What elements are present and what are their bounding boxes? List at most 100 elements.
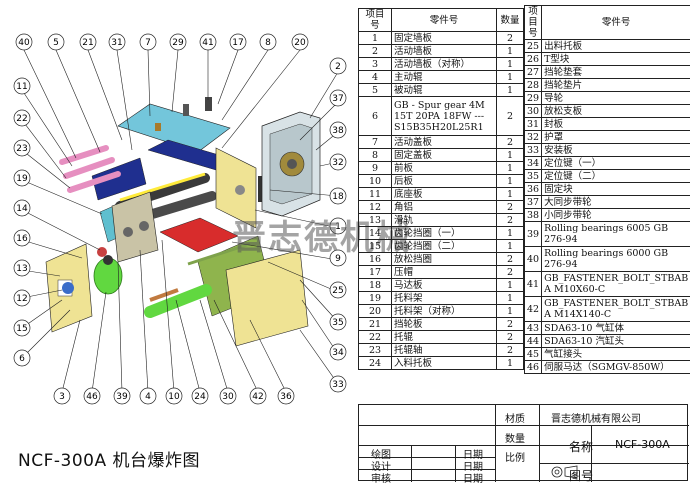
bom-row: 31封板2 — [525, 118, 690, 131]
col-no: 项目号 — [359, 9, 392, 32]
callout-label: 3 — [59, 392, 65, 402]
bom-cell-no: 14 — [359, 227, 392, 240]
callout-label: 37 — [332, 94, 343, 104]
callout-label: 46 — [86, 392, 98, 402]
bom-cell-qty: 1 — [497, 58, 524, 71]
bom-row: 32护罩1 — [525, 131, 690, 144]
bom-cell-part: 导轮 — [542, 92, 690, 105]
bom-cell-no: 11 — [359, 188, 392, 201]
bom-row: 38小同步带轮1 — [525, 209, 690, 222]
bom-cell-part: 齿轮挡圈（二） — [392, 240, 497, 253]
bom-cell-qty: 1 — [497, 45, 524, 58]
bom-cell-part: 固定墙板 — [392, 32, 497, 45]
callout-label: 21 — [82, 38, 93, 48]
callout-label: 33 — [332, 380, 343, 390]
bom-cell-qty: 2 — [497, 318, 524, 331]
callout-label: 40 — [18, 38, 30, 48]
title-block: 材质 数量 比例 绘图 设计 审核 日期 日期 日期 晋志德机械有限公司 名称 … — [358, 404, 688, 481]
callout-46: 46 — [84, 388, 100, 404]
bom-cell-part: 角铝 — [392, 201, 497, 214]
callout-label: 38 — [332, 126, 344, 136]
bom-cell-no: 7 — [359, 136, 392, 149]
bom-cell-part: 小同步带轮 — [542, 209, 690, 222]
callout-40: 40 — [16, 34, 32, 50]
bom-cell-part: SDA63-10 气缸体 — [542, 322, 690, 335]
callout-25: 25 — [330, 282, 346, 298]
bom-cell-no: 2 — [359, 45, 392, 58]
bom-cell-no: 10 — [359, 175, 392, 188]
callout-37: 37 — [330, 90, 346, 106]
bom-cell-part: 被动辊 — [392, 84, 497, 97]
callout-label: 10 — [168, 392, 180, 402]
bom-cell-part: 底座板 — [392, 188, 497, 201]
bom-cell-part: SDA63-10 汽缸头 — [542, 335, 690, 348]
bom-cell-qty: 1 — [497, 305, 524, 318]
bom-cell-no: 40 — [525, 247, 542, 272]
callout-32: 32 — [330, 154, 346, 170]
bom-cell-part: 放松支板 — [542, 105, 690, 118]
callout-label: 22 — [16, 114, 27, 124]
bom-cell-no: 38 — [525, 209, 542, 222]
callout-label: 24 — [194, 392, 206, 402]
callout-label: 4 — [145, 392, 151, 402]
callout-label: 14 — [16, 204, 28, 214]
bom-cell-qty: 2 — [497, 253, 524, 266]
callout-12: 12 — [14, 290, 30, 306]
bom-cell-no: 44 — [525, 335, 542, 348]
bom-table-right: 项目号 零件号 数量 25出料托板126T型块227挡轮垫套228挡轮垫片229… — [524, 5, 690, 374]
callout-4: 4 — [140, 388, 156, 404]
callout-8: 8 — [260, 34, 276, 50]
bom-cell-no: 34 — [525, 157, 542, 170]
bom-cell-no: 41 — [525, 272, 542, 297]
callout-label: 20 — [294, 38, 306, 48]
bom-cell-no: 30 — [525, 105, 542, 118]
callout-label: 7 — [145, 38, 151, 48]
bom-cell-part: 压帽 — [392, 266, 497, 279]
company-name: 晋志德机械有限公司 — [551, 410, 641, 425]
bom-cell-no: 18 — [359, 279, 392, 292]
bom-cell-part: 封板 — [542, 118, 690, 131]
bom-row: 45气缸接头1 — [525, 348, 690, 361]
bom-cell-no: 33 — [525, 144, 542, 157]
bom-row: 33安装板1 — [525, 144, 690, 157]
bom-row: 30放松支板1 — [525, 105, 690, 118]
callout-38: 38 — [330, 122, 346, 138]
callout-label: 34 — [332, 348, 344, 358]
bom-row: 25出料托板1 — [525, 40, 690, 53]
callout-10: 10 — [166, 388, 182, 404]
bom-cell-no: 31 — [525, 118, 542, 131]
bom-cell-no: 12 — [359, 201, 392, 214]
bom-cell-part: 定位键（二） — [542, 170, 690, 183]
bom-cell-no: 36 — [525, 183, 542, 196]
bom-cell-qty: 1 — [497, 188, 524, 201]
callout-label: 12 — [16, 294, 27, 304]
bom-cell-part: 挡轮垫套 — [542, 66, 690, 79]
bom-cell-qty: 1 — [497, 240, 524, 253]
callout-label: 41 — [202, 38, 213, 48]
bom-cell-part: 安装板 — [542, 144, 690, 157]
callout-15: 15 — [14, 320, 30, 336]
callout-label: 5 — [53, 38, 59, 48]
bom-cell-no: 29 — [525, 92, 542, 105]
bom-cell-no: 8 — [359, 149, 392, 162]
bom-cell-part: 马达板 — [392, 279, 497, 292]
bom-cell-part: 固定盖板 — [392, 149, 497, 162]
projection-symbol-icon — [549, 465, 579, 479]
bom-cell-qty: 1 — [497, 357, 524, 370]
callout-5: 5 — [48, 34, 64, 50]
